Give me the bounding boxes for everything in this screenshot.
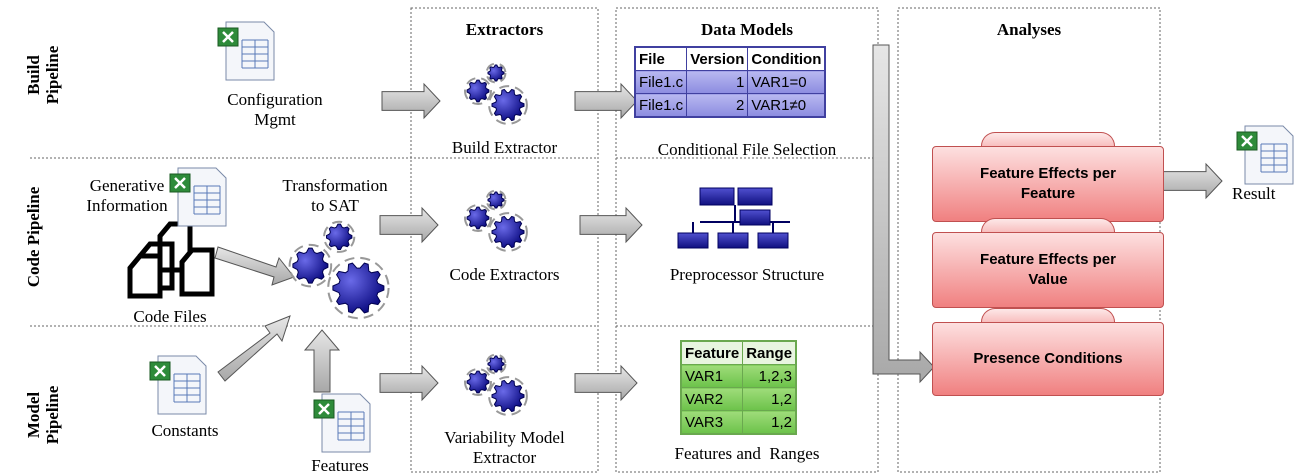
model-pipeline-label: Model Pipeline [24,385,62,445]
analysis-effects-per-feature: Feature Effects per Feature [932,146,1164,222]
arrow-transformation-to-code-extractors [379,206,439,244]
table-header-row: Feature Range [680,340,797,365]
table-row: VAR3 1,2 [680,410,797,435]
table-cell: 1,2 [742,410,797,435]
preprocessor-structure-label: Preprocessor Structure [669,265,825,284]
conditional-file-table: File Version Condition File1.c 1 VAR1=0 … [634,46,827,118]
table-header: Version [686,46,749,71]
conditional-file-selection-label: Conditional File Selection [657,140,837,159]
features-and-ranges-label: Features and Ranges [674,444,820,463]
table-cell: 1,2 [742,387,797,411]
table-header-row: File Version Condition [634,46,826,71]
table-cell: 1 [686,70,749,94]
table-cell: File1.c [634,93,688,118]
arrow-constants-to-transformation [217,315,291,382]
analysis-presence-conditions: Presence Conditions [932,322,1164,396]
org-chart-icon [677,187,790,249]
table-cell: VAR3 [680,410,744,435]
table-cell: VAR1≠0 [747,93,826,118]
table-cell: VAR2 [680,387,744,411]
analyses-header: Analyses [996,20,1062,39]
arrow-features-to-variability [379,364,439,402]
feature-range-table: Feature Range VAR1 1,2,3 VAR2 1,2 VAR3 1… [680,340,798,435]
table-cell: File1.c [634,70,688,94]
extractors-column [410,7,599,473]
code-files-label: Code Files [133,307,207,326]
table-cell: VAR1=0 [747,70,826,94]
table-header: File [634,46,688,71]
build-pipeline-label: Build Pipeline [24,45,62,105]
arrow-build-extractor-to-data [574,82,638,120]
table-cell: 2 [686,93,749,118]
data-models-header: Data Models [700,20,794,39]
analysis-effects-per-value: Feature Effects per Value [932,232,1164,308]
arrow-code-extractors-to-data [579,206,643,244]
table-row: VAR1 1,2,3 [680,364,797,388]
code-files-icon [127,221,215,299]
table-row: File1.c 2 VAR1≠0 [634,93,826,118]
configuration-mgmt-label: Configuration Mgmt [227,90,323,129]
constants-label: Constants [151,421,219,440]
table-header: Range [742,340,797,365]
generative-information-label: Generative Information [86,176,168,215]
code-pipeline-label: Code Pipeline [24,186,43,288]
variability-model-extractor-label: Variability Model Extractor [444,428,565,467]
table-header: Feature [680,340,744,365]
table-header: Condition [747,46,826,71]
arrow-analyses-to-result [1161,162,1223,200]
code-extractors-label: Code Extractors [449,265,560,284]
features-label: Features [311,456,369,475]
table-cell: 1,2,3 [742,364,797,388]
table-row: VAR2 1,2 [680,387,797,411]
arrow-variability-to-data [574,364,638,402]
arrow-config-to-build-extractor [381,82,441,120]
arrow-features-to-transformation [303,329,341,393]
table-row: File1.c 1 VAR1=0 [634,70,826,94]
result-label: Result [1232,184,1276,203]
arrow-code-files-to-transformation [214,246,295,286]
table-cell: VAR1 [680,364,744,388]
extractors-header: Extractors [465,20,544,39]
transformation-label: Transformation to SAT [282,176,388,215]
bent-connector-arrow [872,44,935,384]
build-extractor-label: Build Extractor [451,138,558,157]
